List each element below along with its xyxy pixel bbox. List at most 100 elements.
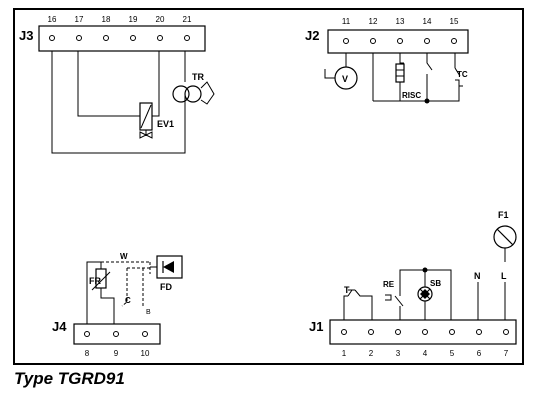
wire-20-to-ev1 [152, 51, 160, 117]
wire-16-to-tr [51, 51, 186, 154]
j4-pin-number: 8 [85, 349, 90, 358]
j1-terminal-6 [476, 329, 482, 335]
tr-label: TR [192, 72, 204, 82]
f1-fuse: F1 [493, 210, 517, 249]
j2-pin-number: 15 [450, 17, 459, 26]
j3-pin-number: 21 [183, 15, 192, 24]
j2-terminal-block [327, 29, 469, 54]
j1-pin-number: 3 [396, 349, 401, 358]
j3-terminal-21 [184, 35, 190, 41]
j4-pin-number: 10 [141, 349, 150, 358]
j2-terminal-11 [343, 38, 349, 44]
j1-pin-number: 6 [477, 349, 482, 358]
n-label: N [474, 271, 481, 281]
risc-label: RISC [402, 91, 421, 100]
re-label: RE [383, 280, 395, 289]
j4-terminal-9 [113, 331, 119, 337]
j4-wiring [86, 261, 115, 324]
j2-terminal-15 [451, 38, 457, 44]
j1-terminal-block [329, 319, 517, 345]
j2-junction-dot [424, 98, 430, 104]
fd-flame-detector: FD [150, 255, 183, 292]
j3-terminal-16 [49, 35, 55, 41]
j2-terminal-13 [397, 38, 403, 44]
j3-terminal-20 [157, 35, 163, 41]
c-label: C [125, 296, 131, 305]
valve-icon [139, 131, 153, 139]
j2-pin-number: 14 [423, 17, 432, 26]
j3-wiring [51, 51, 186, 154]
j1-pin-number: 1 [342, 349, 347, 358]
j3-terminal-19 [130, 35, 136, 41]
ev1-solenoid-valve: EV1 [139, 102, 174, 139]
v-pump: V [324, 66, 358, 90]
fd-label: FD [160, 282, 172, 292]
j3-pin-number: 16 [48, 15, 57, 24]
j1-pin-number: 4 [423, 349, 428, 358]
j1-pin-number: 2 [369, 349, 374, 358]
j3-label: J3 [19, 28, 33, 43]
f1-label: F1 [498, 210, 509, 220]
j1-terminal-5 [449, 329, 455, 335]
j3-pin-number: 18 [102, 15, 111, 24]
j4-terminal-8 [84, 331, 90, 337]
tr-transformer [172, 81, 215, 105]
fr-thermistor: FR [89, 268, 111, 291]
j3-pin-number: 17 [75, 15, 84, 24]
j2-wiring [345, 53, 461, 102]
j1-terminal-1 [341, 329, 347, 335]
b-label: B [146, 309, 151, 316]
heater-icon [395, 63, 405, 83]
lamp-icon [417, 286, 433, 302]
j3-terminal-17 [76, 35, 82, 41]
j4-label: J4 [52, 319, 67, 334]
j1-wiring [343, 248, 506, 320]
j2-pin-number: 12 [369, 17, 378, 26]
j1-terminal-4 [422, 329, 428, 335]
w-label: W [120, 252, 128, 261]
v-label: V [342, 74, 348, 84]
model-caption: Type TGRD91 [14, 369, 125, 388]
j2-pin-number: 13 [396, 17, 405, 26]
contact-icon [385, 294, 392, 301]
transformer-primary-icon [172, 85, 190, 103]
j1-terminal-2 [368, 329, 374, 335]
tc-thermostat: TC [455, 70, 468, 87]
j1-pin-number: 5 [450, 349, 455, 358]
connector-j2: J2 11 12 13 14 15 [305, 17, 469, 54]
j3-pin-number: 20 [156, 15, 165, 24]
tc-label: TC [457, 70, 468, 79]
board-outline [13, 8, 524, 365]
j3-terminal-block [38, 25, 206, 52]
risc-heater: RISC [395, 63, 421, 100]
fr-label: FR [89, 276, 101, 286]
sb-lamp: SB [417, 279, 441, 302]
thermistor-icon [95, 268, 107, 289]
thermostat-icon [455, 79, 463, 87]
wire-17-to-ev1 [77, 51, 140, 117]
j1-terminal-7 [503, 329, 509, 335]
j1-pin-number: 7 [504, 349, 509, 358]
l-label: L [501, 271, 507, 281]
j4-terminal-10 [142, 331, 148, 337]
j1-junction-dot [422, 267, 428, 273]
ev1-label: EV1 [157, 119, 174, 129]
sb-label: SB [430, 279, 441, 288]
transformer-secondary-icon [184, 85, 202, 103]
j2-terminal-12 [370, 38, 376, 44]
switch-icon [347, 289, 353, 297]
t-label: T [344, 285, 350, 295]
j3-terminal-18 [103, 35, 109, 41]
j2-pin-number: 11 [342, 17, 351, 26]
connector-j1: J1 1 2 3 4 5 6 7 [309, 319, 517, 358]
re-contact: RE [383, 280, 395, 301]
j1-label: J1 [309, 319, 323, 334]
j1-terminal-3 [395, 329, 401, 335]
j2-label: J2 [305, 28, 319, 43]
j2-terminal-14 [424, 38, 430, 44]
t-switch: T [344, 285, 353, 297]
fd-dashed-wiring [101, 261, 151, 307]
